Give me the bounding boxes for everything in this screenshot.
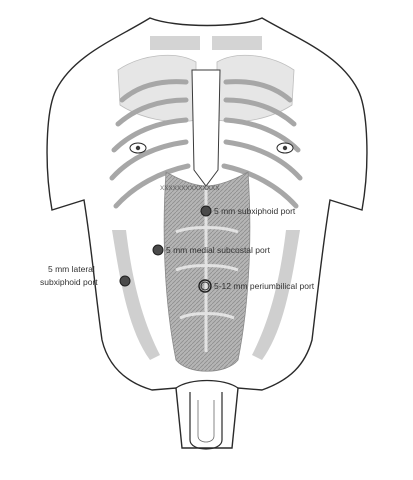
clavicle-shading-left [150,36,200,50]
penis-outline [189,392,223,450]
port-subxiphoid: 5 mm subxiphoid port [200,205,296,217]
right-flank-shading [252,230,300,360]
port-label-medial-subcostal: 5 mm medial subcostal port [166,245,271,255]
port-periumbilical: 5-12 mm periumbilical port [198,279,315,293]
penis-inner-outline [197,400,215,443]
right-rib-cage [221,79,303,209]
port-label-lateral-subxiphoid-line2: subxiphoid port [40,277,98,287]
left-rib-cage [109,79,191,209]
right-nipple [276,142,294,154]
rectus-intersections [175,190,239,352]
umbilicus [200,281,210,291]
port-marker-subxiphoid [200,205,212,217]
left-nipple [129,142,147,154]
sternum [191,69,221,187]
port-label-lateral-subxiphoid-line1: 5 mm lateral [48,264,95,274]
port-label-subxiphoid: 5 mm subxiphoid port [214,206,296,216]
port-medial-subcostal: 5 mm medial subcostal port [152,244,271,256]
watermark-text: xxxxxxxxxxxxxx [160,182,220,192]
port-marker-lateral-subxiphoid [119,275,131,287]
clavicle-shading-right [212,36,262,50]
groin-outline [175,379,239,389]
port-lateral-subxiphoid: 5 mm lateral subxiphoid port [40,264,131,287]
port-marker-medial-subcostal [152,244,164,256]
port-label-periumbilical: 5-12 mm periumbilical port [214,281,315,291]
port-marker-periumbilical [198,279,212,293]
left-flank-shading [112,230,160,360]
